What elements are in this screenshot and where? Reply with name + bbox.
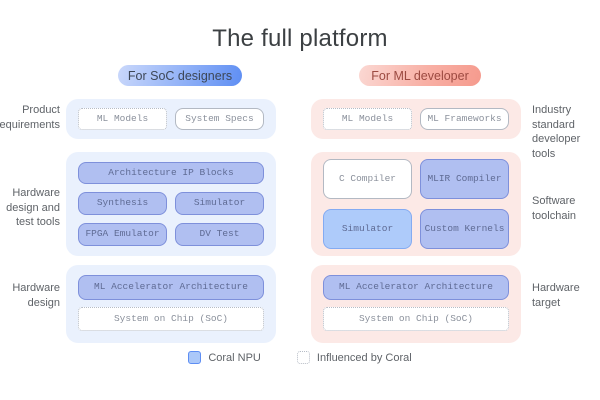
ml-toolchain-section: C Compiler MLIR Compiler Simulator Custo… (311, 152, 521, 256)
label-hardware-design: Hardware design (12, 282, 60, 309)
fpga-emulator-box: FPGA Emulator (78, 223, 167, 246)
ml-developer-pill: For ML developer (359, 65, 481, 86)
dv-test-box: DV Test (175, 223, 264, 246)
ml-toolchain-row-2: Simulator Custom Kernels (323, 209, 509, 249)
soc-simulator-box: Simulator (175, 192, 264, 215)
legend-item-coral-npu: Coral NPU (188, 351, 261, 364)
soc-system-on-chip-box: System on Chip (SoC) (78, 306, 264, 331)
label-hardware-target: Hardware target (532, 282, 580, 309)
c-compiler-box: C Compiler (323, 159, 412, 199)
ml-frameworks-box: ML Frameworks (420, 108, 509, 130)
soc-tools-row-2: Synthesis Simulator (78, 192, 264, 215)
ml-requirements-section: ML Models ML Frameworks (311, 99, 521, 139)
soc-ml-accelerator-box: ML Accelerator Architecture (78, 275, 264, 300)
label-industry-standard-tools: Industry standard developer tools (532, 104, 581, 160)
coral-npu-swatch-icon (188, 351, 202, 364)
label-software-toolchain: Software toolchain (532, 195, 577, 222)
legend-item-influenced: Influenced by Coral (296, 351, 412, 364)
page-title: The full platform (212, 25, 388, 52)
legend-influenced-label: Influenced by Coral (316, 351, 412, 364)
ml-system-on-chip-box: System on Chip (SoC) (323, 306, 509, 331)
architecture-ip-blocks-box: Architecture IP Blocks (78, 162, 264, 184)
ml-simulator-box: Simulator (323, 209, 412, 249)
soc-ml-models-box: ML Models (78, 108, 167, 130)
legend-coral-npu-label: Coral NPU (208, 351, 261, 364)
ml-ml-accelerator-box: ML Accelerator Architecture (323, 275, 509, 300)
soc-tools-row-3: FPGA Emulator DV Test (78, 223, 264, 246)
label-hardware-design-test-tools: Hardware design and test tools (6, 187, 60, 229)
soc-designers-pill: For SoC designers (118, 65, 242, 86)
mlir-compiler-box: MLIR Compiler (420, 159, 509, 199)
label-product-requirements: Product requirements (0, 104, 60, 131)
soc-system-specs-box: System Specs (175, 108, 264, 130)
ml-ml-models-box: ML Models (323, 108, 412, 130)
soc-requirements-section: ML Models System Specs (66, 99, 276, 139)
legend: Coral NPU Influenced by Coral (0, 351, 600, 364)
soc-hardware-section: ML Accelerator Architecture System on Ch… (66, 265, 276, 343)
custom-kernels-box: Custom Kernels (420, 209, 509, 249)
influenced-swatch-icon (296, 351, 310, 364)
ml-toolchain-row-1: C Compiler MLIR Compiler (323, 159, 509, 199)
synthesis-box: Synthesis (78, 192, 167, 215)
ml-hardware-section: ML Accelerator Architecture System on Ch… (311, 265, 521, 343)
soc-tools-section: Architecture IP Blocks Synthesis Simulat… (66, 152, 276, 256)
